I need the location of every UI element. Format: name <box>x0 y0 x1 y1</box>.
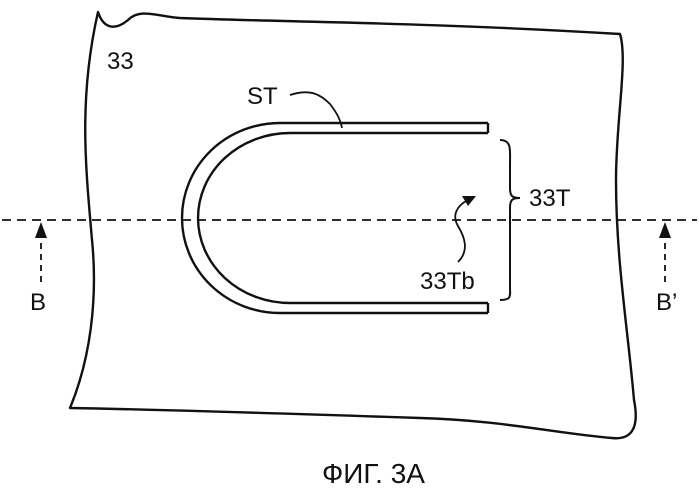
strip-label: ST <box>247 83 278 110</box>
section-label-left: B <box>30 289 46 316</box>
section-arrow-right-head <box>659 222 671 238</box>
section-arrow-left-head <box>35 222 47 238</box>
plate-label: 33 <box>107 48 134 75</box>
plate-outline <box>70 12 636 438</box>
figure-caption: ФИГ. 3A <box>322 458 425 489</box>
region-label: 33T <box>529 185 571 212</box>
bottom-region-leader-arrowhead <box>462 196 476 206</box>
bottom-region-leader <box>455 200 468 262</box>
bottom-region-label: 33Tb <box>420 268 475 295</box>
section-label-right: B’ <box>656 289 677 316</box>
